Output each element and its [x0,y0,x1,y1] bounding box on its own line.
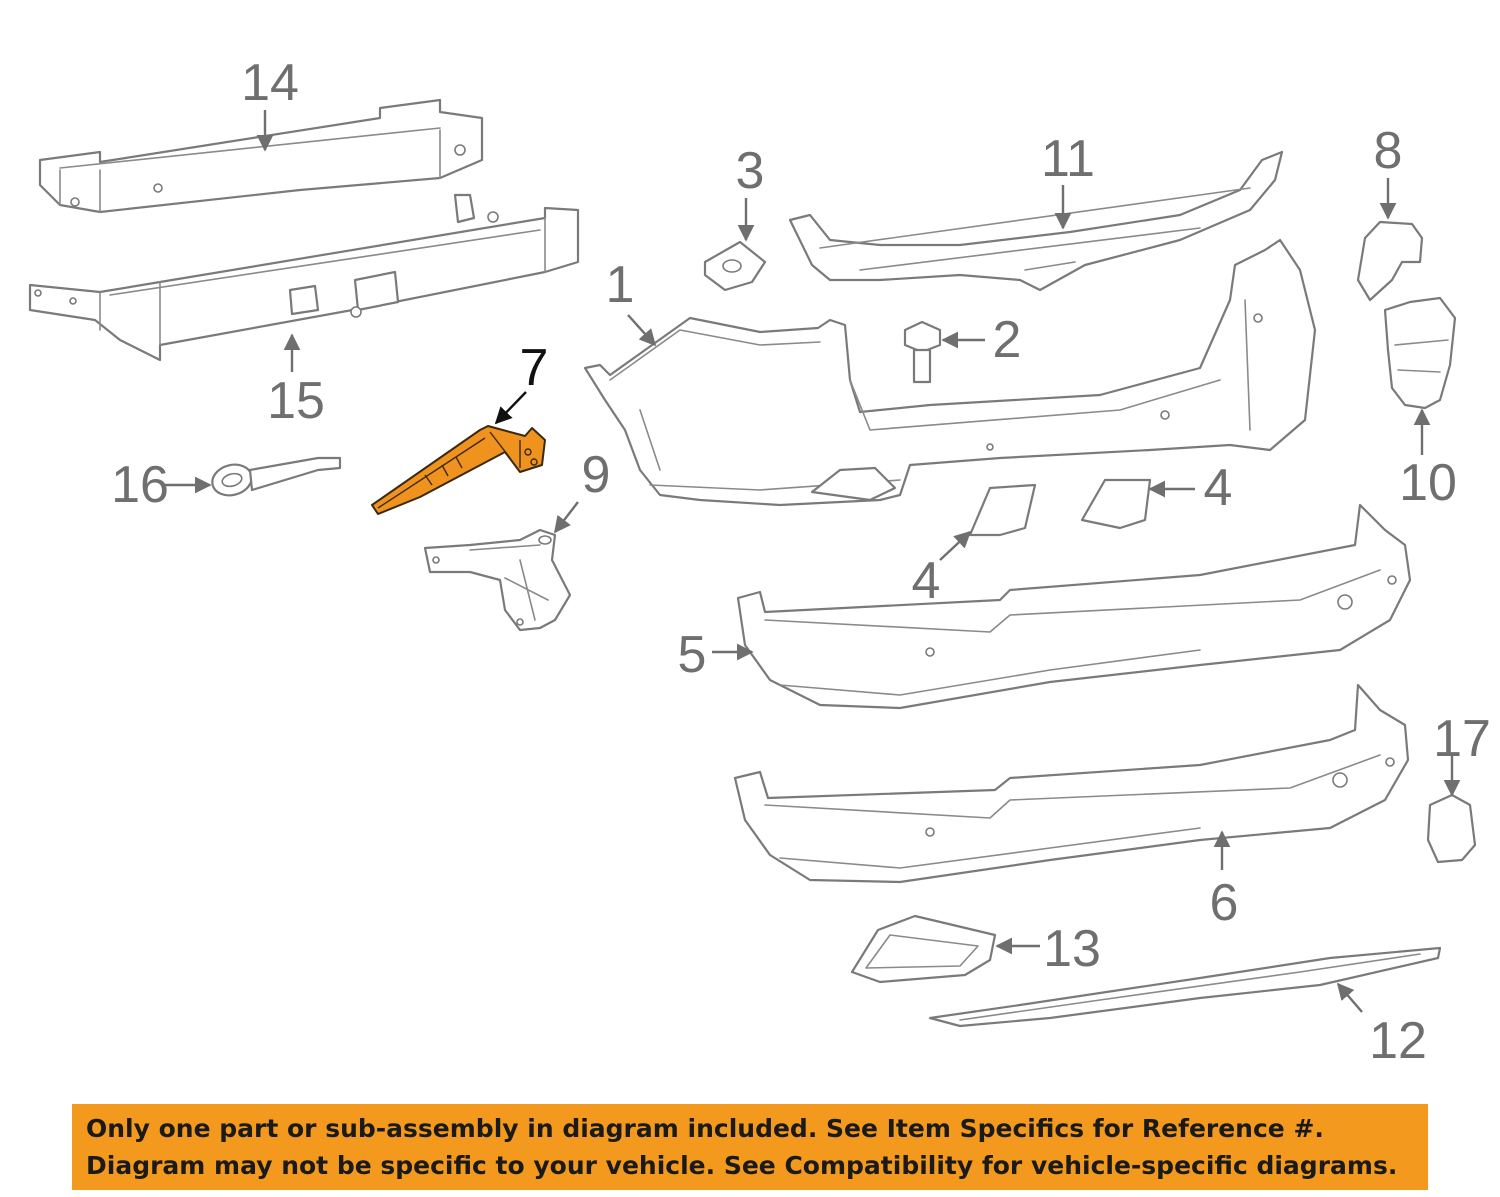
callout-7: 7 [520,339,549,397]
callout-9: 9 [582,446,611,504]
part-6-lower-fascia [733,683,1410,884]
callout-1: 1 [606,256,635,314]
callout-8: 8 [1374,122,1403,180]
disclaimer-banner: Only one part or sub-assembly in diagram… [72,1104,1428,1190]
part-7-bracket-highlighted [371,425,546,515]
part-4-bracket-left [968,483,1037,537]
part-4-bracket-right [1080,478,1152,530]
part-2-bolt [903,320,942,384]
callout-11: 11 [1041,130,1095,188]
callout-4-left: 4 [912,552,941,610]
callout-2: 2 [993,311,1022,369]
part-9-side-bracket [423,528,572,632]
part-1-upper-bumper-cover [583,238,1317,507]
part-12-diffuser [928,946,1442,1028]
disclaimer-line-2: Diagram may not be specific to your vehi… [86,1151,1398,1180]
part-3-clip-nut [703,240,767,292]
callout-14: 14 [241,54,299,112]
part-13-exhaust-bezel [850,914,997,984]
part-8-corner-bracket [1356,220,1424,302]
callout-10: 10 [1399,454,1457,512]
leader-lines [162,110,1461,1013]
callout-17: 17 [1433,710,1491,768]
callout-labels: 14 15 16 7 9 1 3 2 11 8 10 4 4 5 6 17 13… [111,54,1491,1070]
callout-13: 13 [1043,920,1101,978]
part-17-cap [1426,793,1477,864]
callout-16: 16 [111,456,169,514]
part-14-reinforcement-beam [38,98,484,214]
callout-3: 3 [736,142,765,200]
callout-12: 12 [1369,1012,1427,1070]
callout-15: 15 [267,372,325,430]
part-5-lower-fascia [736,503,1412,710]
part-11-upper-retainer [788,150,1284,292]
callout-6: 6 [1210,874,1239,932]
disclaimer-line-1: Only one part or sub-assembly in diagram… [86,1114,1324,1143]
part-10-corner-bracket [1383,296,1457,410]
callout-5: 5 [678,626,707,684]
part-16-tow-eye [211,456,342,497]
part-15-hitch-beam [28,193,580,362]
callout-4-right: 4 [1204,459,1233,517]
